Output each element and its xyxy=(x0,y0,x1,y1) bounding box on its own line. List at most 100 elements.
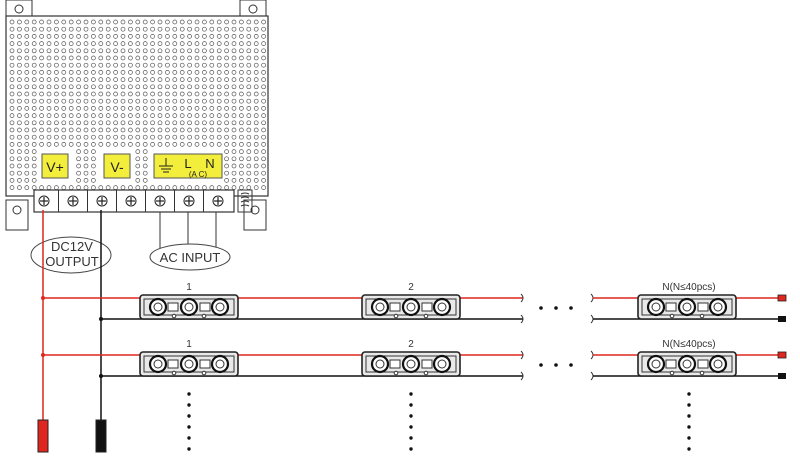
vent-hole xyxy=(135,134,141,140)
vent-hole xyxy=(253,91,259,97)
vent-hole xyxy=(83,91,89,97)
vent-hole xyxy=(31,113,37,118)
vent-hole xyxy=(120,120,126,126)
led-lens-icon xyxy=(646,354,666,374)
vent-hole xyxy=(157,41,163,46)
vent-hole xyxy=(157,62,163,68)
vent-hole xyxy=(113,91,118,97)
vent-hole xyxy=(231,77,237,82)
vent-hole xyxy=(246,127,252,133)
vent-hole xyxy=(261,48,266,54)
vent-hole xyxy=(17,41,22,46)
vent-hole xyxy=(83,19,89,25)
vent-hole xyxy=(61,55,67,61)
vent-hole xyxy=(46,98,52,104)
vent-hole xyxy=(172,34,178,39)
continuation-dot xyxy=(187,392,191,396)
vent-hole xyxy=(91,178,96,183)
vent-hole xyxy=(135,48,141,54)
vent-hole xyxy=(253,41,259,46)
vent-hole xyxy=(91,48,96,54)
led-lens-icon xyxy=(677,297,697,317)
mount-tab-top-left xyxy=(5,0,33,19)
vent-hole xyxy=(216,48,222,54)
vent-hole xyxy=(68,77,74,82)
vent-hole xyxy=(224,127,229,133)
vent-hole xyxy=(46,113,52,118)
vent-hole xyxy=(31,91,37,97)
vent-hole xyxy=(253,70,259,75)
vent-hole xyxy=(253,149,259,154)
vent-hole xyxy=(128,77,133,82)
vent-hole xyxy=(209,98,215,104)
vent-hole xyxy=(91,62,96,68)
vent-hole xyxy=(246,41,252,46)
vent-hole xyxy=(209,41,215,46)
vent-hole xyxy=(91,134,96,140)
vent-hole xyxy=(68,106,74,111)
continuation-dot xyxy=(409,403,413,407)
vent-hole xyxy=(128,48,133,54)
vent-hole xyxy=(231,178,237,183)
vent-hole xyxy=(172,19,178,25)
vent-hole xyxy=(46,120,52,126)
vent-hole xyxy=(83,149,89,154)
vent-hole xyxy=(9,84,15,90)
vent-hole xyxy=(46,106,52,111)
vent-hole xyxy=(54,19,59,25)
led-lens-icon xyxy=(677,354,697,374)
vent-hole xyxy=(246,120,252,126)
continuation-dot xyxy=(187,436,191,440)
vent-hole xyxy=(157,26,163,32)
vent-hole xyxy=(76,77,81,82)
vent-hole xyxy=(83,156,89,162)
vent-hole xyxy=(142,120,148,126)
ellipsis-dot xyxy=(569,363,573,367)
vent-hole xyxy=(98,62,104,68)
vent-hole xyxy=(209,120,215,126)
vent-hole xyxy=(98,34,104,39)
vent-hole xyxy=(209,19,215,25)
vent-hole xyxy=(68,34,74,39)
vent-hole xyxy=(120,19,126,25)
vent-hole xyxy=(113,41,118,46)
vent-hole xyxy=(83,62,89,68)
vent-hole xyxy=(172,41,178,46)
vent-hole xyxy=(142,41,148,46)
vent-hole xyxy=(61,48,67,54)
vent-hole xyxy=(157,84,163,90)
vent-hole xyxy=(31,48,37,54)
led-lens-icon xyxy=(148,297,168,317)
vent-hole xyxy=(105,91,111,97)
vent-hole xyxy=(150,134,155,140)
led-module xyxy=(637,294,737,320)
vent-hole xyxy=(239,149,244,154)
vent-hole xyxy=(39,113,44,118)
vent-hole xyxy=(17,120,22,126)
vent-hole xyxy=(150,62,155,68)
vent-hole xyxy=(209,55,215,61)
vent-hole xyxy=(209,62,215,68)
vent-hole xyxy=(54,91,59,97)
vent-hole xyxy=(179,98,185,104)
vent-hole xyxy=(120,77,126,82)
vent-hole xyxy=(17,127,22,133)
vent-hole xyxy=(39,34,44,39)
vent-hole xyxy=(157,91,163,97)
vent-hole xyxy=(113,84,118,90)
vent-hole xyxy=(187,91,192,97)
vent-hole xyxy=(76,142,81,147)
vent-hole xyxy=(68,127,74,133)
vent-hole xyxy=(98,84,104,90)
vent-hole xyxy=(239,127,244,133)
vent-hole xyxy=(246,142,252,147)
led-module xyxy=(139,294,239,320)
vent-hole xyxy=(135,91,141,97)
vent-hole xyxy=(157,113,163,118)
led-lens-icon xyxy=(432,297,452,317)
vent-hole xyxy=(239,70,244,75)
vent-hole xyxy=(120,62,126,68)
vent-hole xyxy=(194,62,200,68)
vent-hole xyxy=(239,62,244,68)
vent-hole xyxy=(231,48,237,54)
